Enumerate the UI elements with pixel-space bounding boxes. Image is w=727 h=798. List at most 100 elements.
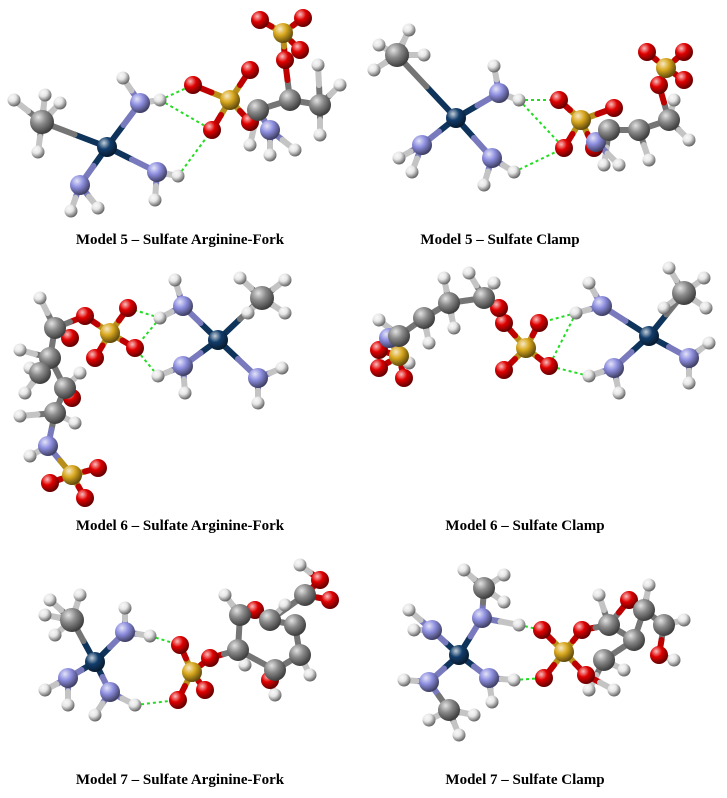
oxygen-atom <box>555 139 573 157</box>
hydrogen-atom <box>171 169 185 183</box>
nitrogen-atom <box>70 175 90 195</box>
oxygen-atom <box>291 41 309 59</box>
oxygen-atom <box>76 489 94 507</box>
hydrogen-atom <box>251 396 265 410</box>
sulfur-atom <box>220 90 240 110</box>
nitrogen-atom <box>592 296 612 316</box>
carbon-atom <box>653 614 675 636</box>
hydrogen-atom <box>457 563 471 577</box>
hydrogen-atom <box>569 306 583 320</box>
hydrogen-atom <box>402 603 416 617</box>
molecule-model6-clamp <box>370 261 716 400</box>
hydrogen-atom <box>153 93 167 107</box>
carbon-atom <box>30 110 54 134</box>
oxygen-atom <box>533 621 551 639</box>
hydrogen-atom <box>582 683 596 697</box>
hydrogen-bond <box>548 312 577 367</box>
nitrogen-atom <box>260 120 280 140</box>
nitrogen-atom <box>604 358 624 378</box>
hydrogen-atom <box>64 204 78 218</box>
hydrogen-atom <box>657 301 671 315</box>
hydrogen-atom <box>268 688 282 702</box>
caption-model6-clamp: Model 6 – Sulfate Clamp <box>445 518 605 534</box>
guanidinium-carbon-atom <box>639 326 659 346</box>
hydrogen-atom <box>667 93 681 107</box>
hydrogen-atom <box>68 416 82 430</box>
oxygen-atom <box>395 369 413 387</box>
hydrogen-atom <box>91 201 105 215</box>
nitrogen-atom <box>173 296 193 316</box>
hydrogen-atom <box>275 361 289 375</box>
nitrogen-atom <box>419 672 439 692</box>
nitrogen-atom <box>173 356 193 376</box>
carbon-atom <box>413 307 435 329</box>
hydrogen-bond <box>518 99 565 149</box>
carbon-atom <box>284 614 306 636</box>
hydrogen-atom <box>507 165 521 179</box>
hydrogen-atom <box>278 306 292 320</box>
oxygen-atom <box>573 621 591 639</box>
oxygen-atom <box>675 71 693 89</box>
hydrogen-atom <box>278 273 292 287</box>
carbon-atom <box>229 604 251 626</box>
hydrogen-atom <box>582 369 596 383</box>
hydrogen-atom <box>168 273 182 287</box>
carbon-atom <box>264 659 286 681</box>
oxygen-atom <box>201 649 219 667</box>
hydrogen-atom <box>397 673 411 687</box>
oxygen-atom <box>61 329 79 347</box>
hydrogen-atom <box>18 386 32 400</box>
oxygen-atom <box>294 9 312 27</box>
carbon-atom <box>593 649 615 671</box>
hydrogen-atom <box>38 683 52 697</box>
sulfur-atom <box>571 110 591 130</box>
oxygen-atom <box>530 314 548 332</box>
hydrogen-atom <box>437 271 451 285</box>
hydrogen-atom <box>497 595 511 609</box>
hydrogen-atom <box>148 193 162 207</box>
panel-model5-arginine-fork <box>0 0 363 230</box>
carbon-atom <box>473 577 495 599</box>
hydrogen-atom <box>43 593 57 607</box>
hydrogen-atom <box>422 713 436 727</box>
carbon-atom <box>438 699 460 721</box>
carbon-atom <box>633 599 655 621</box>
carbon-atom <box>289 644 311 666</box>
oxygen-atom <box>675 43 693 61</box>
nitrogen-atom <box>422 620 442 640</box>
caption-model6-arginine-fork: Model 6 – Sulfate Arginine-Fork <box>75 518 285 534</box>
carbon-atom <box>44 317 66 339</box>
carbon-atom <box>628 119 650 141</box>
molecule-model7-clamp <box>397 563 691 742</box>
oxygen-atom <box>650 76 668 94</box>
oxygen-atom <box>126 339 144 357</box>
hydrogen-atom <box>13 343 27 357</box>
hydrogen-atom <box>73 366 87 380</box>
carbon-atom <box>598 614 620 636</box>
hydrogen-atom <box>178 386 192 400</box>
oxygen-atom <box>76 307 94 325</box>
molecule-model5-arginine-fork <box>7 9 347 218</box>
hydrogen-atom <box>367 63 381 77</box>
hydrogen-atom <box>485 695 499 709</box>
hydrogen-atom <box>23 449 37 463</box>
hydrogen-atom <box>143 629 157 643</box>
nitrogen-atom <box>679 348 699 368</box>
hydrogen-atom <box>447 321 461 335</box>
hydrogen-atom <box>61 698 75 712</box>
oxygen-atom <box>276 51 294 69</box>
hydrogen-atom <box>682 133 696 147</box>
hydrogen-atom <box>452 728 466 742</box>
nitrogen-atom <box>479 668 499 688</box>
nitrogen-atom <box>482 148 502 168</box>
hydrogen-atom <box>233 271 247 285</box>
nitrogen-atom <box>100 682 120 702</box>
hydrogen-atom <box>13 409 27 423</box>
oxygen-atom <box>605 99 623 117</box>
guanidinium-carbon-atom <box>208 330 228 350</box>
carbon-atom <box>672 281 696 305</box>
hydrogen-atom <box>512 93 526 107</box>
molecule-model7-arginine-fork <box>38 558 339 722</box>
panel-model6-clamp <box>364 258 727 516</box>
hydrogen-atom <box>417 48 431 62</box>
